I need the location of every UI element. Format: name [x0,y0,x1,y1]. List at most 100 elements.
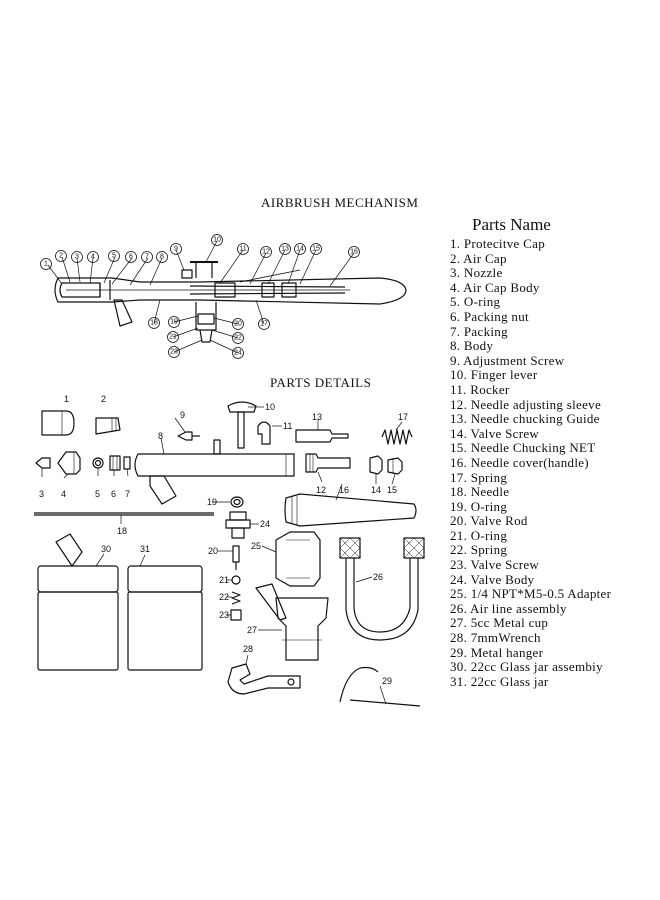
parts-list-item: 13. Needle chucking Guide [450,411,600,427]
parts-list-item: 22. Spring [450,542,508,558]
detail-num-27: 27 [247,625,257,635]
part-wrench [227,663,301,695]
callout-24: 24 [234,350,242,357]
detail-number-labels: 1 2 3 4 5 6 7 8 9 10 11 12 13 14 15 16 1… [39,394,408,686]
detail-num-3: 3 [39,489,44,499]
callout-13: 13 [281,246,289,253]
part-valve-rod [232,545,240,570]
part-metal-hanger [339,666,421,707]
parts-list-item: 14. Valve Screw [450,425,540,441]
detail-num-28: 28 [243,644,253,654]
part-valve-body [225,511,251,539]
parts-list-item: 19. O-ring [450,498,508,514]
callout-5: 5 [112,253,116,260]
part-needle-adjusting-sleeve [305,453,351,473]
parts-list-item: 3. Nozzle [450,265,503,281]
mechanism-callout-labels: 1 2 3 4 5 6 7 8 9 10 11 12 13 14 15 16 1… [44,237,358,357]
parts-list-item: 9. Adjustment Screw [450,352,565,368]
detail-num-20-24: 24 [260,519,270,529]
detail-num-12: 12 [316,485,326,495]
parts-name-heading: Parts Name [472,215,551,234]
part-adjustment-screw [177,431,200,441]
callout-6: 6 [129,254,133,261]
detail-num-25: 25 [251,541,261,551]
part-rocker [257,421,271,445]
callout-21: 21 [169,334,177,341]
detail-num-21: 21 [219,575,229,585]
parts-list-item: 29. Metal hanger [450,644,544,660]
part-air-cap [95,417,121,435]
detail-num-22: 22 [219,592,229,602]
callout-3: 3 [75,254,79,261]
callout-19: 19 [170,319,178,326]
parts-list-item: 26. Air line assembly [450,600,567,616]
callout-4: 4 [91,254,95,261]
detail-num-5: 5 [95,489,100,499]
callout-22: 22 [234,335,242,342]
part-metal-cup [255,583,329,661]
part-packing [123,456,131,470]
detail-num-17: 17 [398,412,408,422]
parts-list-item: 30. 22cc Glass jar assembiy [450,659,603,675]
parts-list-item: 1. Protecitve Cap [450,236,545,251]
part-o-ring-19 [230,496,244,508]
parts-list-item: 2. Air Cap [450,250,507,266]
part-valve-screw-23 [230,609,242,621]
detail-num-2: 2 [101,394,106,404]
callout-14: 14 [296,246,304,253]
parts-list-item: 16. Needle cover(handle) [450,454,589,470]
part-spring-22 [231,591,241,605]
part-finger-lever [227,401,257,449]
detail-num-15: 15 [387,485,397,495]
parts-list-item: 12. Needle adjusting sleeve [450,396,602,412]
mechanism-callouts [40,234,360,359]
parts-list-item: 20. Valve Rod [450,513,528,529]
parts-list-item: 23. Valve Screw [450,557,540,573]
callout-10: 10 [213,237,221,244]
parts-list-item: 24. Valve Body [450,571,535,587]
parts-list-item: 6. Packing nut [450,308,529,324]
detail-num-13: 13 [312,412,322,422]
detail-num-6: 6 [111,489,116,499]
detail-num-7: 7 [125,489,130,499]
parts-list-item: 8. Body [450,338,494,354]
parts-list-item: 15. Needle Chucking NET [450,440,596,456]
parts-details-title: PARTS DETAILS [270,375,372,390]
callout-12: 12 [262,249,270,256]
parts-list-item: 5. O-ring [450,294,501,310]
callout-1: 1 [44,261,48,268]
part-adapter [275,531,321,587]
part-valve-screw-14 [369,455,383,475]
mechanism-assembly [54,261,407,343]
part-o-ring-5 [92,457,104,469]
parts-list-item: 17. Spring [450,469,508,485]
callout-18: 18 [150,320,158,327]
detail-num-20: 20 [208,546,218,556]
callout-23: 23 [170,349,178,356]
part-spring-17 [381,429,413,445]
detail-num-23: 23 [219,610,229,620]
part-needle [34,512,214,516]
detail-num-4: 4 [61,489,66,499]
parts-list-item: 21. O-ring [450,527,508,543]
parts-list-item: 4. Air Cap Body [450,279,540,295]
detail-num-16: 16 [339,485,349,495]
part-air-line-assembly [339,537,425,641]
part-needle-chucking-net [387,457,403,475]
parts-list-item: 11. Rocker [450,381,510,397]
part-glass-jar-assembly [37,533,119,671]
parts-list-item: 27. 5cc Metal cup [450,615,549,631]
callout-9: 9 [174,246,178,253]
part-glass-jar [127,565,203,671]
detail-num-10: 10 [265,402,275,412]
callout-20: 20 [234,321,242,328]
parts-list-item: 10. Finger lever [450,367,538,383]
detail-num-19: 19 [207,497,217,507]
callout-11: 11 [239,246,246,253]
detail-num-26: 26 [373,572,383,582]
detail-num-29: 29 [382,676,392,686]
detail-num-18: 18 [117,526,127,536]
callout-7: 7 [145,254,149,261]
